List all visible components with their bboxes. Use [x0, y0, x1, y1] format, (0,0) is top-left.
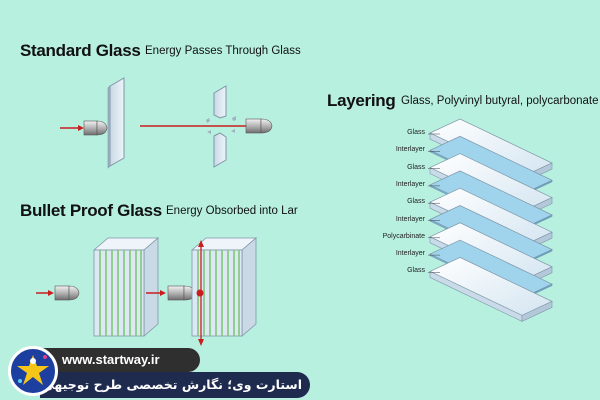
layer-label: Interlayer: [395, 250, 425, 258]
star-figure-icon: [17, 355, 49, 385]
layer-label: Polycarbinate: [382, 232, 425, 240]
layer-label: Glass: [407, 198, 425, 206]
glass-layer: [428, 257, 553, 322]
layer-label: Glass: [407, 129, 425, 136]
layering-stack: [428, 118, 553, 322]
bullet-icon: [54, 285, 80, 301]
glass-pane: [107, 77, 125, 169]
bullet-icon: [245, 118, 273, 134]
bullet-proof-glass-subtitle: Energy Obsorbed into Lar: [166, 205, 298, 217]
layer-label: Interlayer: [395, 146, 425, 154]
layer-label: Interlayer: [395, 215, 425, 223]
standard-glass-subtitle: Energy Passes Through Glass: [145, 45, 301, 57]
footer-tagline: استارت وی؛ نگارش تخصصی طرح توجیهی: [41, 377, 302, 392]
broken-glass-pane: [206, 85, 236, 168]
layering-subtitle: Glass, Polyvinyl butyral, polycarbonate: [401, 95, 599, 107]
standard-glass-illustration: [60, 77, 273, 169]
layer-label: Glass: [407, 163, 425, 171]
impact-point: [196, 289, 204, 297]
bullet-icon: [83, 120, 108, 136]
arrow-head: [160, 290, 166, 296]
startway-logo: [8, 346, 58, 396]
laminated-glass-block: [92, 237, 160, 337]
arrow-head: [78, 125, 84, 131]
footer-url-bar: [40, 348, 200, 372]
footer-url: www.startway.ir: [62, 352, 160, 367]
footer-branding: www.startway.ir استارت وی؛ نگارش تخصصی ط…: [0, 340, 330, 400]
footer-tagline-bar: [40, 372, 310, 398]
layer-label: Glass: [407, 267, 425, 275]
energy-dispersion-arrows: [196, 240, 204, 346]
arrow-head: [48, 290, 54, 296]
layer-label: Interlayer: [395, 180, 425, 188]
bullet-proof-glass-title: Bullet Proof Glass: [20, 201, 162, 220]
bullet-proof-glass-illustration: [36, 237, 258, 346]
layering-title: Layering: [327, 91, 396, 110]
standard-glass-title: Standard Glass: [20, 41, 141, 60]
